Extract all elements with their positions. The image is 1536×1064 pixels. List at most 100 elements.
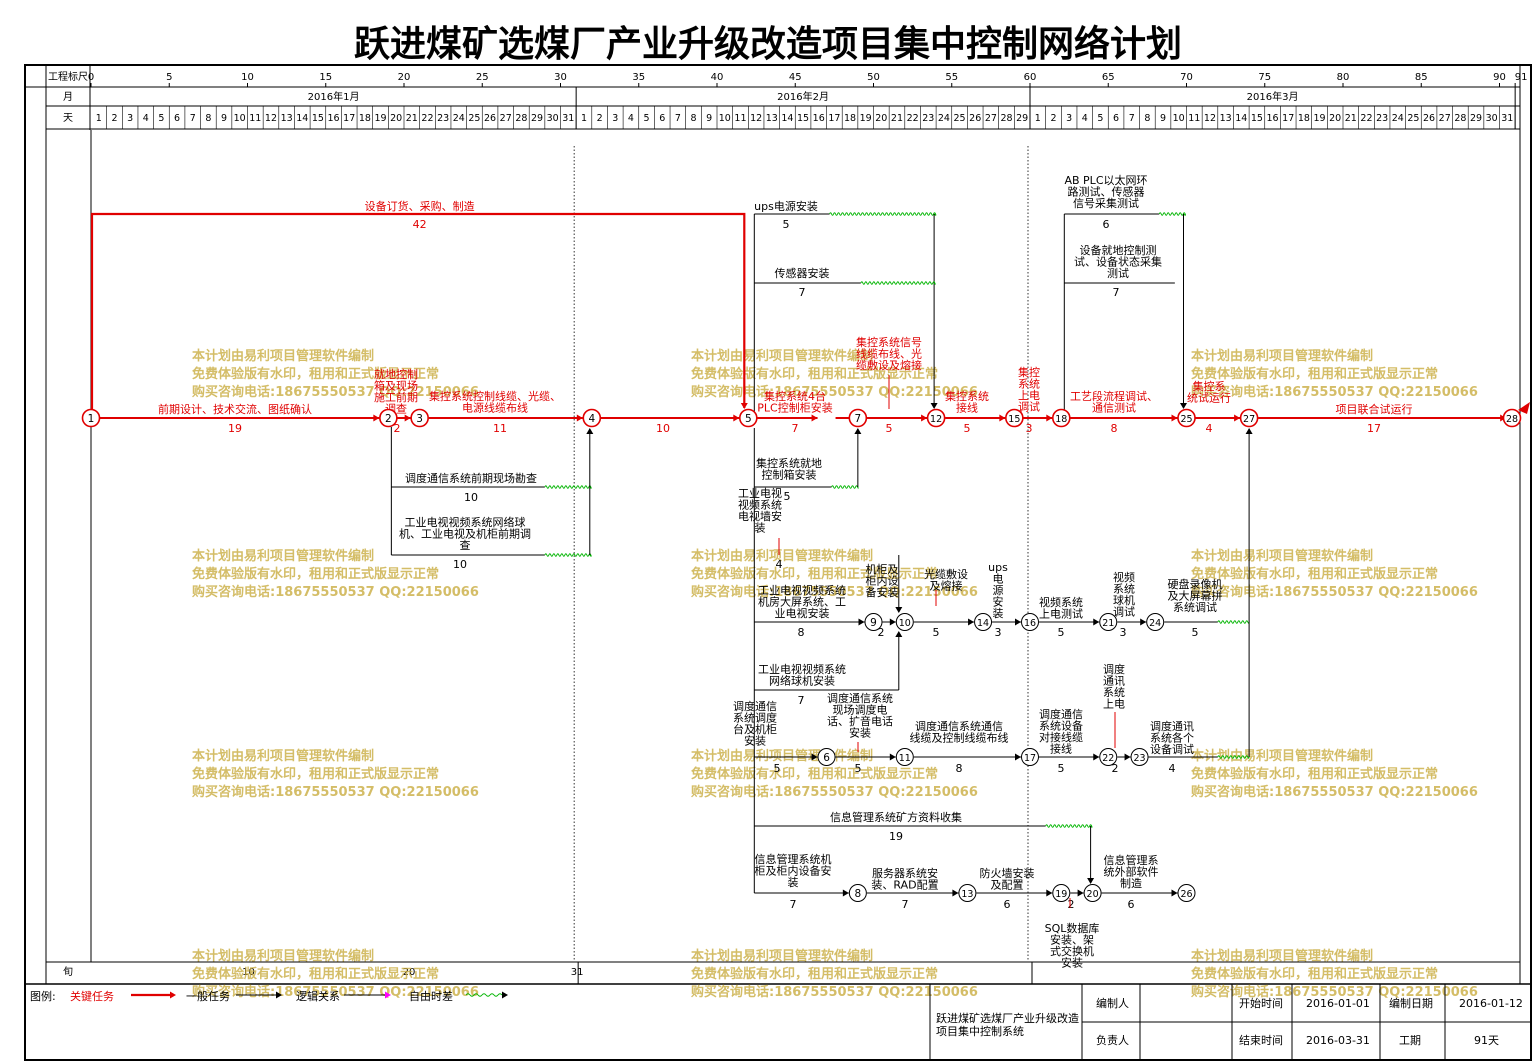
arrow-head	[895, 631, 903, 637]
day-number: 19	[1313, 113, 1325, 124]
day-number: 27	[985, 113, 997, 124]
scale-tick-label: 91	[1515, 72, 1528, 83]
day-number: 27	[500, 113, 512, 124]
label-line: 工业电视视频系统	[758, 662, 846, 676]
watermark-line: 本计划由易利项目管理软件编制	[192, 548, 374, 564]
task-duration: 6	[1103, 218, 1110, 231]
watermark-line: 免费体验版有水印，租用和正式版显示正常	[1191, 966, 1438, 982]
day-number: 4	[628, 113, 634, 124]
day-number: 23	[1376, 113, 1388, 124]
node-17: 17	[1021, 748, 1039, 766]
task-duration: 5	[774, 762, 781, 775]
day-number: 24	[938, 113, 950, 124]
label-line: AB PLC以太网环	[1064, 174, 1147, 187]
node-circle	[848, 884, 867, 902]
day-number: 16	[328, 113, 340, 124]
node-circle	[1239, 408, 1259, 428]
critical-arrow-head	[999, 414, 1006, 422]
watermark: 本计划由易利项目管理软件编制免费体验版有水印，租用和正式版显示正常购买咨询电话:…	[192, 748, 479, 800]
scale-tick-label: 60	[1024, 72, 1037, 83]
node-circle	[817, 748, 836, 766]
watermark-line: 购买咨询电话:18675550537 QQ:22150066	[1191, 784, 1478, 800]
node-label: 12	[930, 414, 942, 425]
day-number: 21	[1345, 113, 1357, 124]
day-number: 20	[875, 113, 887, 124]
scale-tick-label: 50	[867, 72, 880, 83]
watermark-line: 免费体验版有水印，租用和正式版显示正常	[1191, 566, 1438, 582]
watermark-line: 购买咨询电话:18675550537 QQ:22150066	[192, 384, 479, 400]
day-number: 30	[1486, 113, 1498, 124]
task-duration: 7	[790, 898, 797, 911]
day-number: 18	[359, 113, 371, 124]
day-label: 天	[63, 113, 73, 124]
node-label: 7	[855, 413, 862, 425]
watermark: 本计划由易利项目管理软件编制免费体验版有水印，租用和正式版显示正常购买咨询电话:…	[691, 948, 978, 1000]
label-line: SQL数据库	[1045, 921, 1100, 935]
day-number: 7	[190, 113, 196, 124]
node-20: 20	[1083, 884, 1102, 902]
month-label: 月	[63, 91, 73, 103]
task-label: 项目联合试运行	[1336, 402, 1413, 416]
node-circle	[926, 408, 946, 428]
scale-tick-label: 90	[1493, 72, 1506, 83]
node-circle	[1021, 748, 1039, 766]
node-25: 25	[1177, 408, 1196, 428]
label-line: 系统	[1018, 378, 1040, 391]
label-line: 查	[460, 538, 471, 552]
watermark: 本计划由易利项目管理软件编制免费体验版有水印，租用和正式版显示正常购买咨询电话:…	[192, 348, 479, 400]
label-line: 机房大屏系统、工	[758, 595, 846, 609]
arrow-head	[889, 618, 896, 626]
watermark-line: 购买咨询电话:18675550537 QQ:22150066	[691, 384, 978, 400]
task-duration: 10	[464, 491, 478, 504]
watermark-line: 购买咨询电话:18675550537 QQ:22150066	[1191, 384, 1478, 400]
legend-arrow	[170, 991, 176, 999]
label-line: 球机	[1113, 593, 1135, 607]
xun-value: 20	[403, 967, 416, 978]
node-circle	[958, 884, 977, 902]
node-12: 12	[926, 408, 946, 428]
label-line: 工业电视	[738, 486, 782, 500]
day-number: 12	[1204, 113, 1216, 124]
task-duration: 7	[798, 694, 805, 707]
watermark-line: 本计划由易利项目管理软件编制	[192, 748, 374, 764]
node-circle	[1099, 613, 1118, 631]
task-label: ups电源安装	[754, 199, 818, 213]
node-6: 6	[817, 748, 836, 766]
day-number: 1	[96, 113, 102, 124]
task-label: ups电源安装	[988, 561, 1008, 620]
arrow-head	[1140, 618, 1147, 626]
day-number: 3	[612, 113, 618, 124]
label-line: 调试	[1018, 401, 1040, 414]
day-number: 19	[374, 113, 386, 124]
watermark-line: 免费体验版有水印，租用和正式版显示正常	[192, 766, 439, 782]
node-circle	[1130, 748, 1149, 766]
day-number: 2	[597, 113, 603, 124]
node-label: 23	[1134, 753, 1146, 764]
label-line: 通讯	[1103, 675, 1125, 688]
xun-value: 10	[242, 967, 255, 978]
node-label: 24	[1149, 618, 1161, 629]
watermark-line: 购买咨询电话:18675550537 QQ:22150066	[192, 784, 479, 800]
watermark-line: 免费体验版有水印，租用和正式版显示正常	[691, 966, 938, 982]
node-circle	[864, 613, 883, 631]
end-flag	[1518, 402, 1530, 414]
day-number: 18	[844, 113, 856, 124]
label-line: 控制箱安装	[762, 468, 817, 482]
watermark-line: 本计划由易利项目管理软件编制	[691, 948, 873, 964]
label-line: 集控系统	[945, 389, 989, 403]
node-22: 22	[1099, 748, 1118, 766]
node-circle	[582, 408, 602, 428]
day-number: 12	[265, 113, 277, 124]
day-number: 15	[797, 113, 809, 124]
node-circle	[1005, 408, 1024, 428]
label-line: 调度通信系统	[827, 691, 893, 705]
